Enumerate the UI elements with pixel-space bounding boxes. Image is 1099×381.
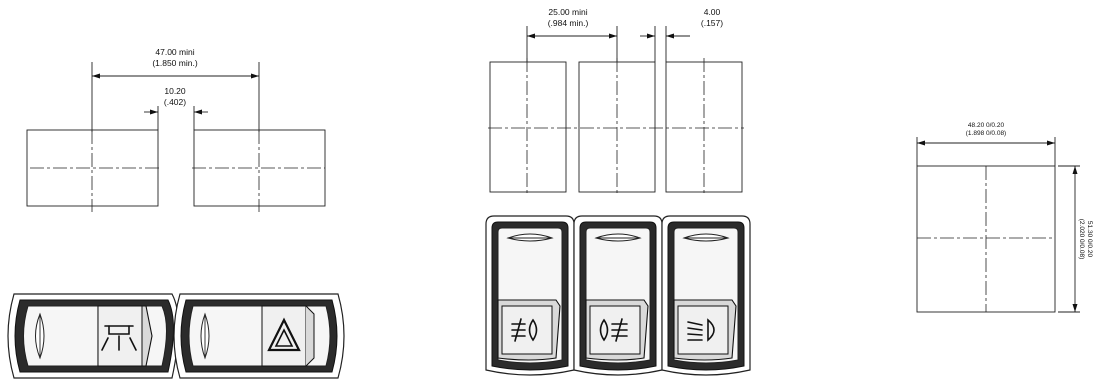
left-overall-dim-line1: 47.00 mini bbox=[155, 47, 194, 57]
left-cutout-2 bbox=[193, 129, 326, 207]
right-height-dim-line1: 51.30 0/0.20 bbox=[1086, 221, 1093, 258]
left-gap-arrow-right bbox=[194, 109, 202, 115]
left-overall-arrow-left bbox=[92, 73, 100, 79]
right-width-arrow-left bbox=[917, 140, 925, 146]
left-overall-arrow-right bbox=[251, 73, 259, 79]
left-cutout-1 bbox=[26, 129, 159, 207]
center-gap-dim-line2: (.157) bbox=[701, 18, 723, 28]
center-gap-arrow-left bbox=[647, 33, 655, 39]
center-pitch-dim-line2: (.984 min.) bbox=[548, 18, 589, 28]
right-width-arrow-right bbox=[1047, 140, 1055, 146]
headlight-icon bbox=[687, 318, 715, 342]
hazard-warning-icon bbox=[267, 317, 301, 352]
center-switch-2[interactable] bbox=[573, 215, 663, 376]
right-height-arrow-bottom bbox=[1072, 304, 1078, 312]
center-pitch-arrow-left bbox=[527, 33, 535, 39]
right-cutout-group: 48.20 0/0.20 (1.898 0/0.08) 51.30 0/0.20… bbox=[916, 122, 1093, 313]
front-fog-light-icon bbox=[511, 318, 538, 342]
center-gap-arrow-right bbox=[666, 33, 674, 39]
right-width-dim-line2: (1.898 0/0.08) bbox=[966, 130, 1006, 137]
left-gap-dim-line2: (.402) bbox=[164, 97, 186, 107]
right-height-arrow-top bbox=[1072, 166, 1078, 174]
center-cutout-1 bbox=[489, 61, 567, 193]
right-width-dim-line1: 48.20 0/0.20 bbox=[968, 122, 1005, 129]
center-pitch-dim-line1: 25.00 mini bbox=[548, 7, 587, 17]
center-gap-dim-line1: 4.00 bbox=[704, 7, 721, 17]
center-switch-1[interactable] bbox=[485, 215, 575, 376]
right-height-dim-line2: (2.020 0/0.08) bbox=[1078, 219, 1085, 259]
left-cutout-group: 47.00 mini (1.850 min.) 10.20 (.402) bbox=[26, 47, 326, 212]
left-switch-2[interactable] bbox=[173, 293, 345, 379]
left-gap-arrow-left bbox=[150, 109, 158, 115]
center-pitch-arrow-right bbox=[609, 33, 617, 39]
left-gap-dim-line1: 10.20 bbox=[164, 86, 186, 96]
center-cutout-group: 25.00 mini (.984 min.) 4.00 (.157) bbox=[488, 7, 744, 196]
left-switch-1[interactable] bbox=[7, 293, 180, 379]
left-overall-dim-line2: (1.850 min.) bbox=[152, 58, 198, 68]
center-switch-3[interactable] bbox=[661, 215, 751, 376]
interior-light-icon bbox=[101, 325, 137, 351]
rear-fog-light-icon bbox=[599, 318, 628, 342]
